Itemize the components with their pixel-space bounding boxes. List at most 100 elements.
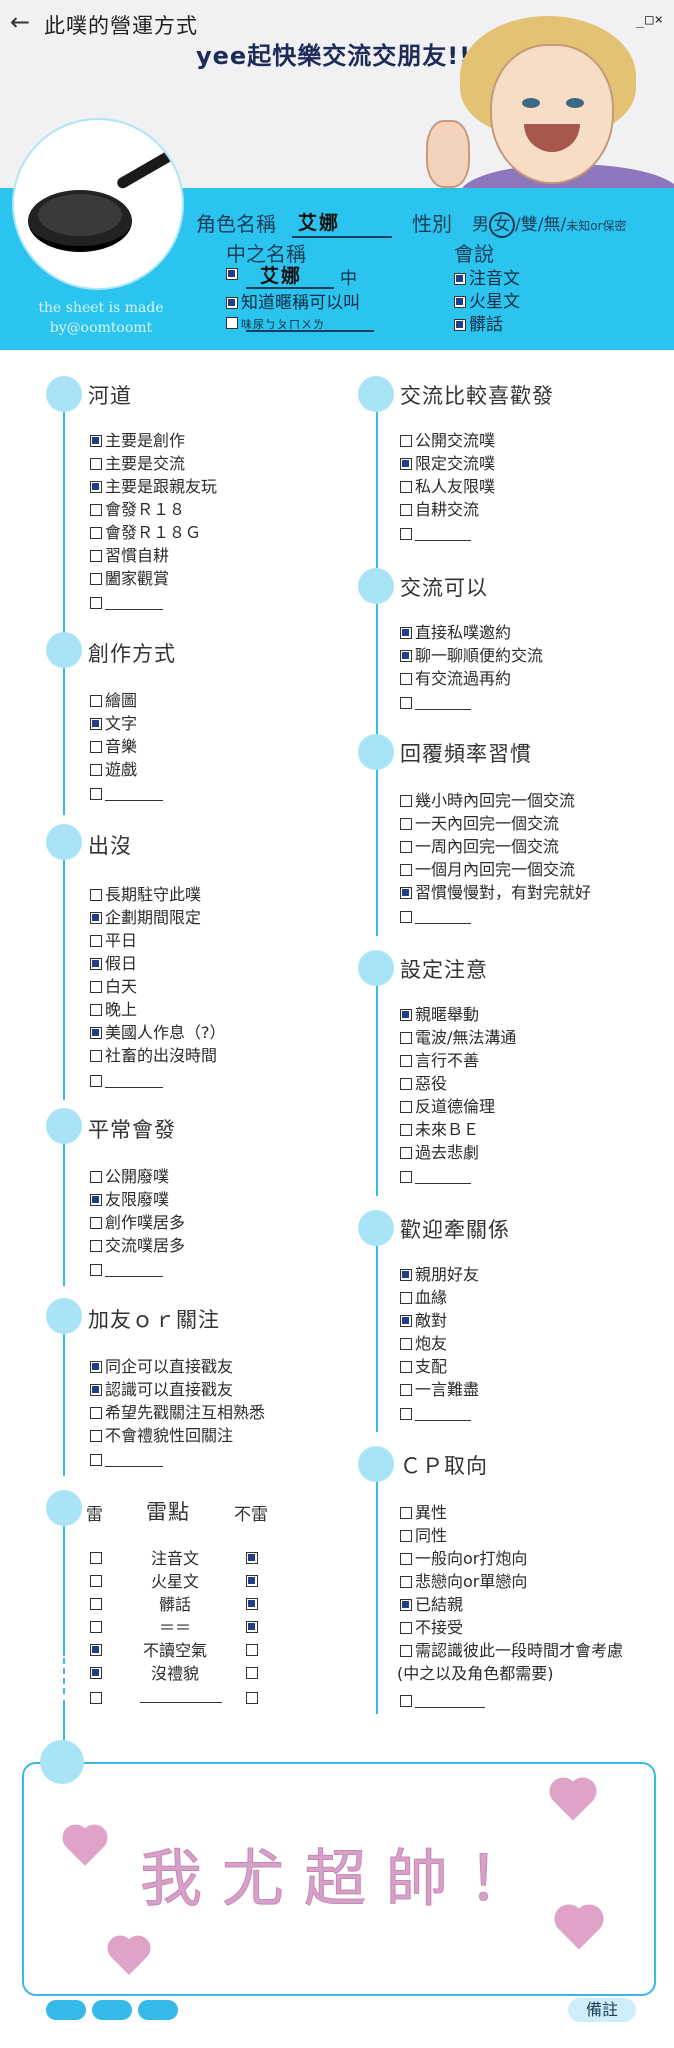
checkbox[interactable] <box>90 788 102 800</box>
option-item[interactable]: 文字 <box>90 713 137 735</box>
checkbox[interactable] <box>400 1171 412 1183</box>
checkbox[interactable] <box>226 317 238 329</box>
option-item[interactable]: 白天 <box>90 976 137 998</box>
checkbox[interactable] <box>400 1599 412 1611</box>
option-item[interactable]: 親暱舉動 <box>400 1004 479 1026</box>
mine-checkbox[interactable] <box>90 1598 102 1610</box>
option-item[interactable]: 血緣 <box>400 1287 447 1309</box>
checkbox[interactable] <box>400 504 412 516</box>
option-item-blank[interactable] <box>400 523 471 545</box>
option-item[interactable]: 晚上 <box>90 999 137 1021</box>
option-item[interactable]: 假日 <box>90 953 137 975</box>
language-option[interactable]: 髒話 <box>454 310 503 335</box>
safe-checkbox[interactable] <box>246 1598 258 1610</box>
checkbox[interactable] <box>400 1645 412 1657</box>
option-item[interactable]: 闔家觀賞 <box>90 568 169 590</box>
nickname-phonetic-option[interactable]: 味尿ㄅㄆㄇㄨㄌ <box>226 316 325 332</box>
option-item[interactable]: 不接受 <box>400 1617 463 1639</box>
checkbox[interactable] <box>400 1078 412 1090</box>
option-item-blank[interactable] <box>400 906 471 928</box>
option-item[interactable]: 言行不善 <box>400 1050 479 1072</box>
blank-line[interactable] <box>415 527 471 541</box>
option-item-blank[interactable] <box>400 1690 485 1712</box>
checkbox[interactable] <box>90 481 102 493</box>
safe-checkbox[interactable] <box>246 1667 258 1679</box>
checkbox[interactable] <box>454 319 466 331</box>
option-item[interactable]: 音樂 <box>90 736 137 758</box>
checkbox[interactable] <box>226 297 238 309</box>
blank-line[interactable] <box>415 696 471 710</box>
option-item[interactable]: 希望先戳關注互相熟悉 <box>90 1402 265 1424</box>
nickname-value[interactable]: 艾娜 <box>260 265 303 287</box>
checkbox[interactable] <box>400 864 412 876</box>
option-item[interactable]: 一般向or打炮向 <box>400 1548 527 1570</box>
checkbox[interactable] <box>454 296 466 308</box>
checkbox[interactable] <box>400 650 412 662</box>
safe-checkbox[interactable] <box>246 1621 258 1633</box>
option-item[interactable]: 公開交流噗 <box>400 430 495 452</box>
option-item[interactable]: 惡役 <box>400 1073 447 1095</box>
language-option[interactable]: 注音文 <box>454 264 520 289</box>
blank-line[interactable] <box>105 1263 163 1277</box>
option-item[interactable]: 自耕交流 <box>400 499 479 521</box>
checkbox[interactable] <box>400 528 412 540</box>
option-item[interactable]: 親朋好友 <box>400 1264 479 1286</box>
gender-options[interactable]: 男女/雙/無/未知or保密 <box>472 210 626 238</box>
blank-line[interactable] <box>140 1702 222 1703</box>
blank-line[interactable] <box>105 1074 163 1088</box>
option-item[interactable]: 過去悲劇 <box>400 1142 479 1164</box>
option-item[interactable]: 平日 <box>90 930 137 952</box>
option-item[interactable]: 支配 <box>400 1356 447 1378</box>
option-item[interactable]: 悲戀向or單戀向 <box>400 1571 527 1593</box>
checkbox[interactable] <box>90 573 102 585</box>
checkbox[interactable] <box>400 818 412 830</box>
option-item[interactable]: 已結親 <box>400 1594 463 1616</box>
checkbox[interactable] <box>400 1101 412 1113</box>
checkbox[interactable] <box>90 597 102 609</box>
blank-line[interactable] <box>105 596 163 610</box>
checkbox[interactable] <box>400 1408 412 1420</box>
checkbox[interactable] <box>90 695 102 707</box>
mine-checkbox[interactable] <box>90 1621 102 1633</box>
option-item[interactable]: 不會禮貌性回關注 <box>90 1425 233 1447</box>
safe-checkbox[interactable] <box>246 1552 258 1564</box>
option-item[interactable]: 長期駐守此噗 <box>90 884 201 906</box>
checkbox[interactable] <box>90 527 102 539</box>
safe-checkbox[interactable] <box>246 1644 258 1656</box>
checkbox[interactable] <box>90 1384 102 1396</box>
checkbox[interactable] <box>400 1292 412 1304</box>
option-item[interactable]: 敵對 <box>400 1310 447 1332</box>
option-item[interactable]: 私人友限噗 <box>400 476 495 498</box>
option-item[interactable]: 遊戲 <box>90 759 137 781</box>
option-item[interactable]: 炮友 <box>400 1333 447 1355</box>
gender-male[interactable]: 男 <box>472 215 489 235</box>
option-item[interactable]: 幾小時內回完一個交流 <box>400 790 575 812</box>
checkbox[interactable] <box>90 1407 102 1419</box>
option-item[interactable]: 會發Ｒ１８Ｇ <box>90 522 201 544</box>
checkbox[interactable] <box>90 1004 102 1016</box>
role-name-value[interactable]: 艾娜 <box>298 212 341 234</box>
back-arrow-icon[interactable]: ← <box>10 8 31 36</box>
checkbox[interactable] <box>400 911 412 923</box>
checkbox[interactable] <box>90 1264 102 1276</box>
page-tab-1[interactable] <box>46 2000 86 2020</box>
gender-unknown[interactable]: 未知or保密 <box>566 219 627 233</box>
option-item[interactable]: 需認識彼此一段時間才會考慮 <box>400 1640 623 1662</box>
checkbox[interactable] <box>400 1553 412 1565</box>
checkbox[interactable] <box>400 795 412 807</box>
option-item[interactable]: 限定交流噗 <box>400 453 495 475</box>
checkbox[interactable] <box>400 1361 412 1373</box>
option-item[interactable]: 直接私噗邀約 <box>400 622 511 644</box>
safe-checkbox[interactable] <box>246 1575 258 1587</box>
blank-line[interactable] <box>105 787 163 801</box>
option-item[interactable]: 習慣自耕 <box>90 545 169 567</box>
checkbox[interactable] <box>90 1050 102 1062</box>
option-item[interactable]: 有交流過再約 <box>400 668 511 690</box>
option-item-blank[interactable] <box>400 1403 471 1425</box>
nickname-known-option[interactable]: 知道暱稱可以叫 <box>226 288 360 313</box>
checkbox[interactable] <box>90 550 102 562</box>
option-item[interactable]: 一個月內回完一個交流 <box>400 859 575 881</box>
checkbox[interactable] <box>90 981 102 993</box>
checkbox[interactable] <box>90 1075 102 1087</box>
option-item-blank[interactable] <box>400 1166 471 1188</box>
